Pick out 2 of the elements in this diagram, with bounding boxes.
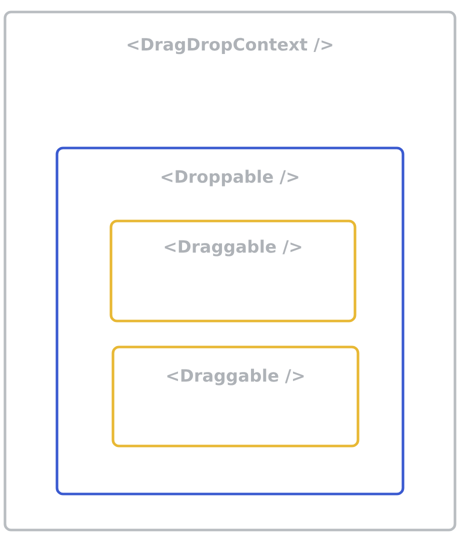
item-box: <Draggable /> bbox=[112, 346, 360, 448]
item-box: <Draggable /> bbox=[110, 220, 356, 322]
